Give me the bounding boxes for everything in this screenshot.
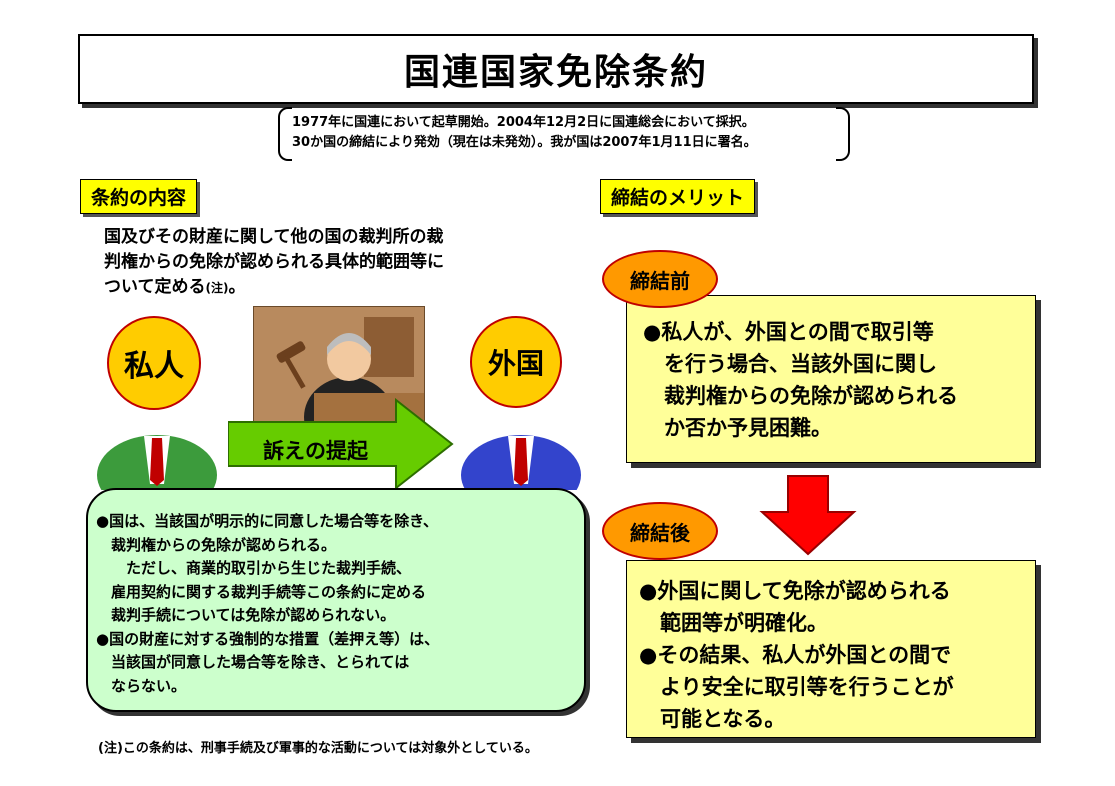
desc-line-3: ついて定める(注)。 <box>104 275 544 301</box>
summary-text: 1977年に国連において起草開始。2004年12月2日に国連総会において採択。 … <box>292 113 840 153</box>
details-line: ただし、商業的取引から生じた裁判手続、 <box>96 559 412 577</box>
desc-line-2: 判権からの免除が認められる具体的範囲等に <box>104 252 444 272</box>
lawsuit-arrow <box>228 398 454 490</box>
desc-line-1: 国及びその財産に関して他の国の裁判所の裁 <box>104 227 444 247</box>
before-line: を行う場合、当該外国に関し <box>643 352 937 376</box>
before-box: ●私人が、外国との間で取引等 を行う場合、当該外国に関し 裁判権からの免除が認め… <box>626 295 1036 463</box>
summary-line-2: 30か国の締結により発効（現在は未発効）。我が国は2007年1月11日に署名。 <box>292 135 757 150</box>
contents-description: 国及びその財産に関して他の国の裁判所の裁 判権からの免除が認められる具体的範囲等… <box>104 225 544 301</box>
after-label: 締結後 <box>602 502 718 560</box>
before-text: ●私人が、外国との間で取引等 を行う場合、当該外国に関し 裁判権からの免除が認め… <box>643 316 958 444</box>
desc-line-3-end: 。 <box>228 277 246 297</box>
after-line: 範囲等が明確化。 <box>639 611 828 635</box>
before-line: か否か予見困難。 <box>643 416 832 440</box>
before-label: 締結前 <box>602 250 718 308</box>
after-box: ●外国に関して免除が認められる 範囲等が明確化。 ●その結果、私人が外国との間で… <box>626 560 1036 738</box>
private-person-figure <box>97 435 217 490</box>
details-line: ●国の財産に対する強制的な措置（差押え等）は、 <box>96 629 440 648</box>
details-line: 当該国が同意した場合等を除き、とられては <box>96 653 410 671</box>
footnote: (注)この条約は、刑事手続及び軍事的な活動については対象外としている。 <box>98 741 538 756</box>
contents-details-box: ●国は、当該国が明示的に同意した場合等を除き、 裁判権からの免除が認められる。 … <box>86 488 586 712</box>
heading-merits: 締結のメリット <box>600 179 756 214</box>
foreign-state-figure <box>461 435 581 490</box>
summary-line-1: 1977年に国連において起草開始。2004年12月2日に国連総会において採択。 <box>292 115 755 130</box>
down-arrow <box>759 475 857 556</box>
before-line: ●私人が、外国との間で取引等 <box>643 320 934 344</box>
summary-note: 1977年に国連において起草開始。2004年12月2日に国連総会において採択。 … <box>278 107 850 161</box>
desc-line-3-text: ついて定める <box>104 277 206 297</box>
bracket-right <box>836 107 850 161</box>
details-line: 裁判権からの免除が認められる。 <box>96 535 337 554</box>
desc-note-mark: (注) <box>205 281 229 295</box>
after-line: ●その結果、私人が外国との間で <box>639 643 952 667</box>
bracket-left <box>278 107 292 161</box>
details-line: 雇用契約に関する裁判手続等この条約に定める <box>96 582 427 601</box>
lawsuit-arrow-label: 訴えの提起 <box>263 439 368 463</box>
title-box: 国連国家免除条約 <box>78 34 1034 104</box>
private-person-label: 私人 <box>107 316 201 410</box>
contents-details-text: ●国は、当該国が明示的に同意した場合等を除き、 裁判権からの免除が認められる。 … <box>96 510 576 698</box>
page-title: 国連国家免除条約 <box>403 52 708 93</box>
details-line: 裁判手続については免除が認められない。 <box>96 606 396 624</box>
foreign-state-label: 外国 <box>470 316 562 408</box>
details-line: ●国は、当該国が明示的に同意した場合等を除き、 <box>96 512 439 530</box>
heading-contents: 条約の内容 <box>80 179 198 214</box>
after-line: より安全に取引等を行うことが <box>639 675 954 699</box>
after-text: ●外国に関して免除が認められる 範囲等が明確化。 ●その結果、私人が外国との間で… <box>639 575 954 735</box>
before-line: 裁判権からの免除が認められる <box>643 384 958 408</box>
details-line: ならない。 <box>96 676 187 695</box>
after-line: ●外国に関して免除が認められる <box>639 579 951 603</box>
after-line: 可能となる。 <box>639 707 786 731</box>
